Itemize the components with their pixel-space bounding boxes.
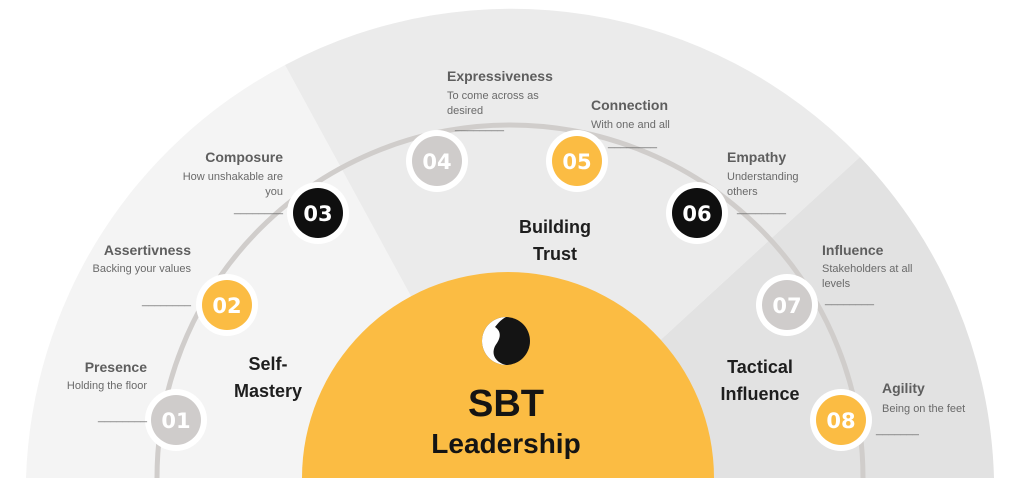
node-desc: you: [265, 186, 283, 198]
sector-building-trust: [285, 8, 860, 478]
node-dash: ________: [141, 295, 192, 307]
node-title: Presence: [85, 359, 147, 375]
node-desc: Stakeholders at all: [822, 263, 913, 275]
node-number: 07: [772, 294, 801, 318]
node-desc: How unshakable are: [183, 171, 283, 183]
node-number: 04: [422, 150, 451, 174]
node-title: Assertivness: [104, 242, 191, 258]
node-dash: ________: [454, 120, 505, 132]
node-title: Empathy: [727, 149, 786, 165]
group-label-tactical-influence-2: Influence: [720, 384, 799, 404]
node-title: Expressiveness: [447, 68, 553, 84]
node-desc: Being on the feet: [882, 403, 965, 415]
node-04: 04: [406, 130, 468, 192]
node-desc: To come across as: [447, 90, 539, 102]
node-title: Composure: [205, 149, 283, 165]
node-08: 08: [810, 389, 872, 451]
node-desc: Understanding: [727, 171, 799, 183]
node-desc: Holding the floor: [67, 380, 147, 392]
node-01: 01: [145, 389, 207, 451]
node-desc: With one and all: [591, 119, 670, 131]
node-desc: others: [727, 186, 758, 198]
node-05: 05: [546, 130, 608, 192]
group-label-self-mastery-2: Mastery: [234, 381, 302, 401]
node-title: Connection: [591, 97, 668, 113]
node-desc: desired: [447, 105, 483, 117]
group-label-tactical-influence-1: Tactical: [727, 357, 793, 377]
node-dash: ________: [736, 203, 787, 215]
node-title: Agility: [882, 380, 925, 396]
yin-yang-face-icon: [482, 317, 530, 365]
node-number: 08: [826, 409, 855, 433]
node-number: 03: [303, 202, 332, 226]
node-02: 02: [196, 274, 258, 336]
group-label-self-mastery-1: Self-: [248, 354, 287, 374]
node-06: 06: [666, 182, 728, 244]
node-desc: Backing your values: [93, 263, 192, 275]
node-dash: ________: [97, 411, 148, 423]
node-07: 07: [756, 274, 818, 336]
node-number: 01: [161, 409, 190, 433]
node-dash: ________: [233, 203, 284, 215]
node-desc: levels: [822, 278, 851, 290]
node-03: 03: [287, 182, 349, 244]
center-semicircle: [302, 272, 714, 478]
node-number: 02: [212, 294, 241, 318]
center-title-line1: SBT: [468, 383, 544, 425]
group-label-building-trust-2: Trust: [533, 244, 577, 264]
node-dash: _______: [875, 424, 920, 436]
group-label-building-trust-1: Building: [519, 217, 591, 237]
node-number: 05: [562, 150, 591, 174]
node-title: Influence: [822, 242, 884, 258]
center-title-line2: Leadership: [431, 428, 580, 459]
node-dash: ________: [824, 294, 875, 306]
node-dash: ________: [607, 137, 658, 149]
node-number: 06: [682, 202, 711, 226]
